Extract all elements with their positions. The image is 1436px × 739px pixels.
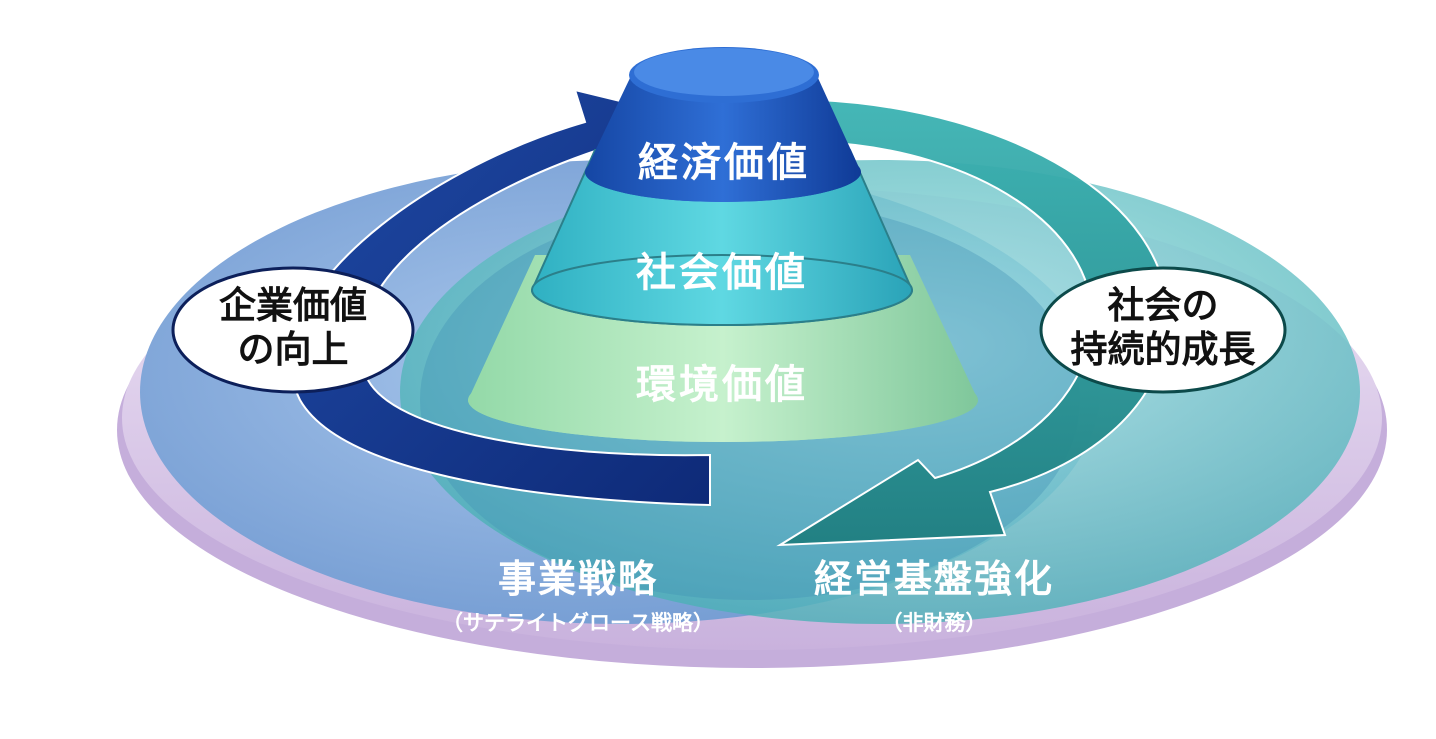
foundation-left-title: 事業戦略 [498, 556, 658, 601]
pyramid-label-social: 社会価値 [636, 249, 808, 296]
bubble-corporate-value: 企業価値 の向上 [171, 266, 415, 394]
bubble-left-line1: 企業価値 [219, 283, 367, 327]
bubble-social-growth: 社会の 持続的成長 [1039, 266, 1287, 394]
foundation-right-title: 経営基盤強化 [814, 556, 1054, 601]
bubble-right-line2: 持続的成長 [1071, 327, 1257, 371]
bubble-right-line1: 社会の [1108, 283, 1219, 327]
pyramid-label-economic: 経済価値 [638, 139, 810, 186]
foundation-left-subtitle: （サテライトグロース戦略） [442, 610, 714, 635]
pyramid-tier-economic [585, 47, 861, 202]
pyramid-label-environment: 環境価値 [636, 361, 808, 408]
social-growth-arrow [776, 98, 1170, 547]
foundation-right-subtitle: （非財務） [882, 610, 987, 635]
bubble-left-line2: の向上 [238, 327, 349, 371]
